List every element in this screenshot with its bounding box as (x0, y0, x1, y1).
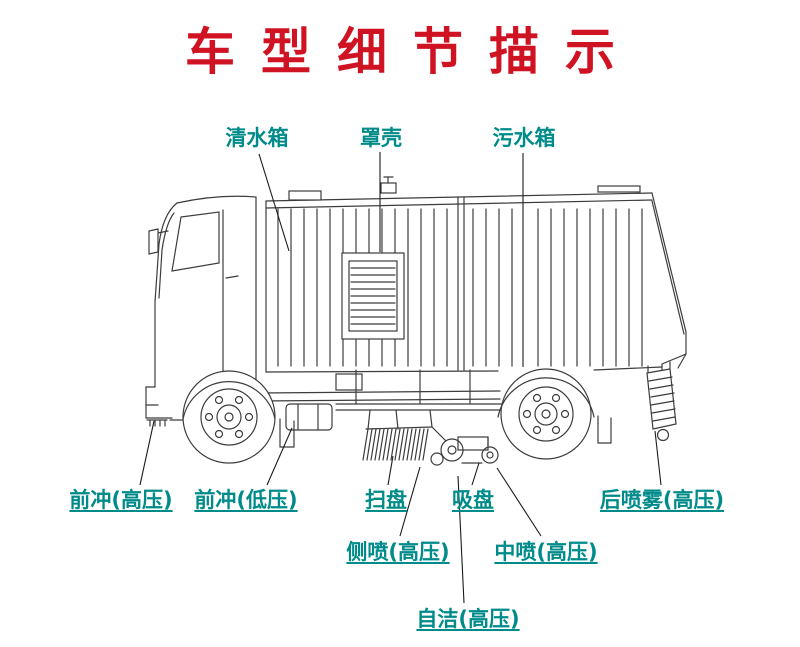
leader-lines (139, 152, 662, 604)
callout-dirty-water-tank: 污水箱 (492, 126, 556, 150)
callout-front-flush-high: 前冲(高压) (69, 488, 173, 512)
chassis (259, 369, 612, 448)
callout-front-flush-low: 前冲(低压) (194, 488, 298, 512)
sweep-brush (335, 403, 503, 466)
suction-unit (431, 426, 499, 464)
callout-cover-shell: 罩壳 (360, 126, 402, 150)
front-wheel (182, 370, 276, 464)
callout-rear-spray-high: 后喷雾(高压) (599, 488, 725, 512)
tank-body (265, 176, 687, 373)
callout-center-spray-high: 中喷(高压) (494, 540, 598, 564)
callout-self-clean-high: 自洁(高压) (416, 607, 520, 631)
callout-clean-water-tank: 清水箱 (225, 126, 289, 150)
diagram-title: 车型细节描示 (185, 23, 641, 81)
cover-grille (341, 252, 405, 340)
truck-cab (145, 195, 257, 427)
rear-wheel (497, 368, 595, 460)
callout-side-spray-high: 侧喷(高压) (346, 540, 450, 564)
rear-sprayer (646, 353, 687, 442)
callout-suction-plate: 吸盘 (452, 488, 494, 512)
callout-sweep-disc: 扫盘 (365, 488, 407, 512)
